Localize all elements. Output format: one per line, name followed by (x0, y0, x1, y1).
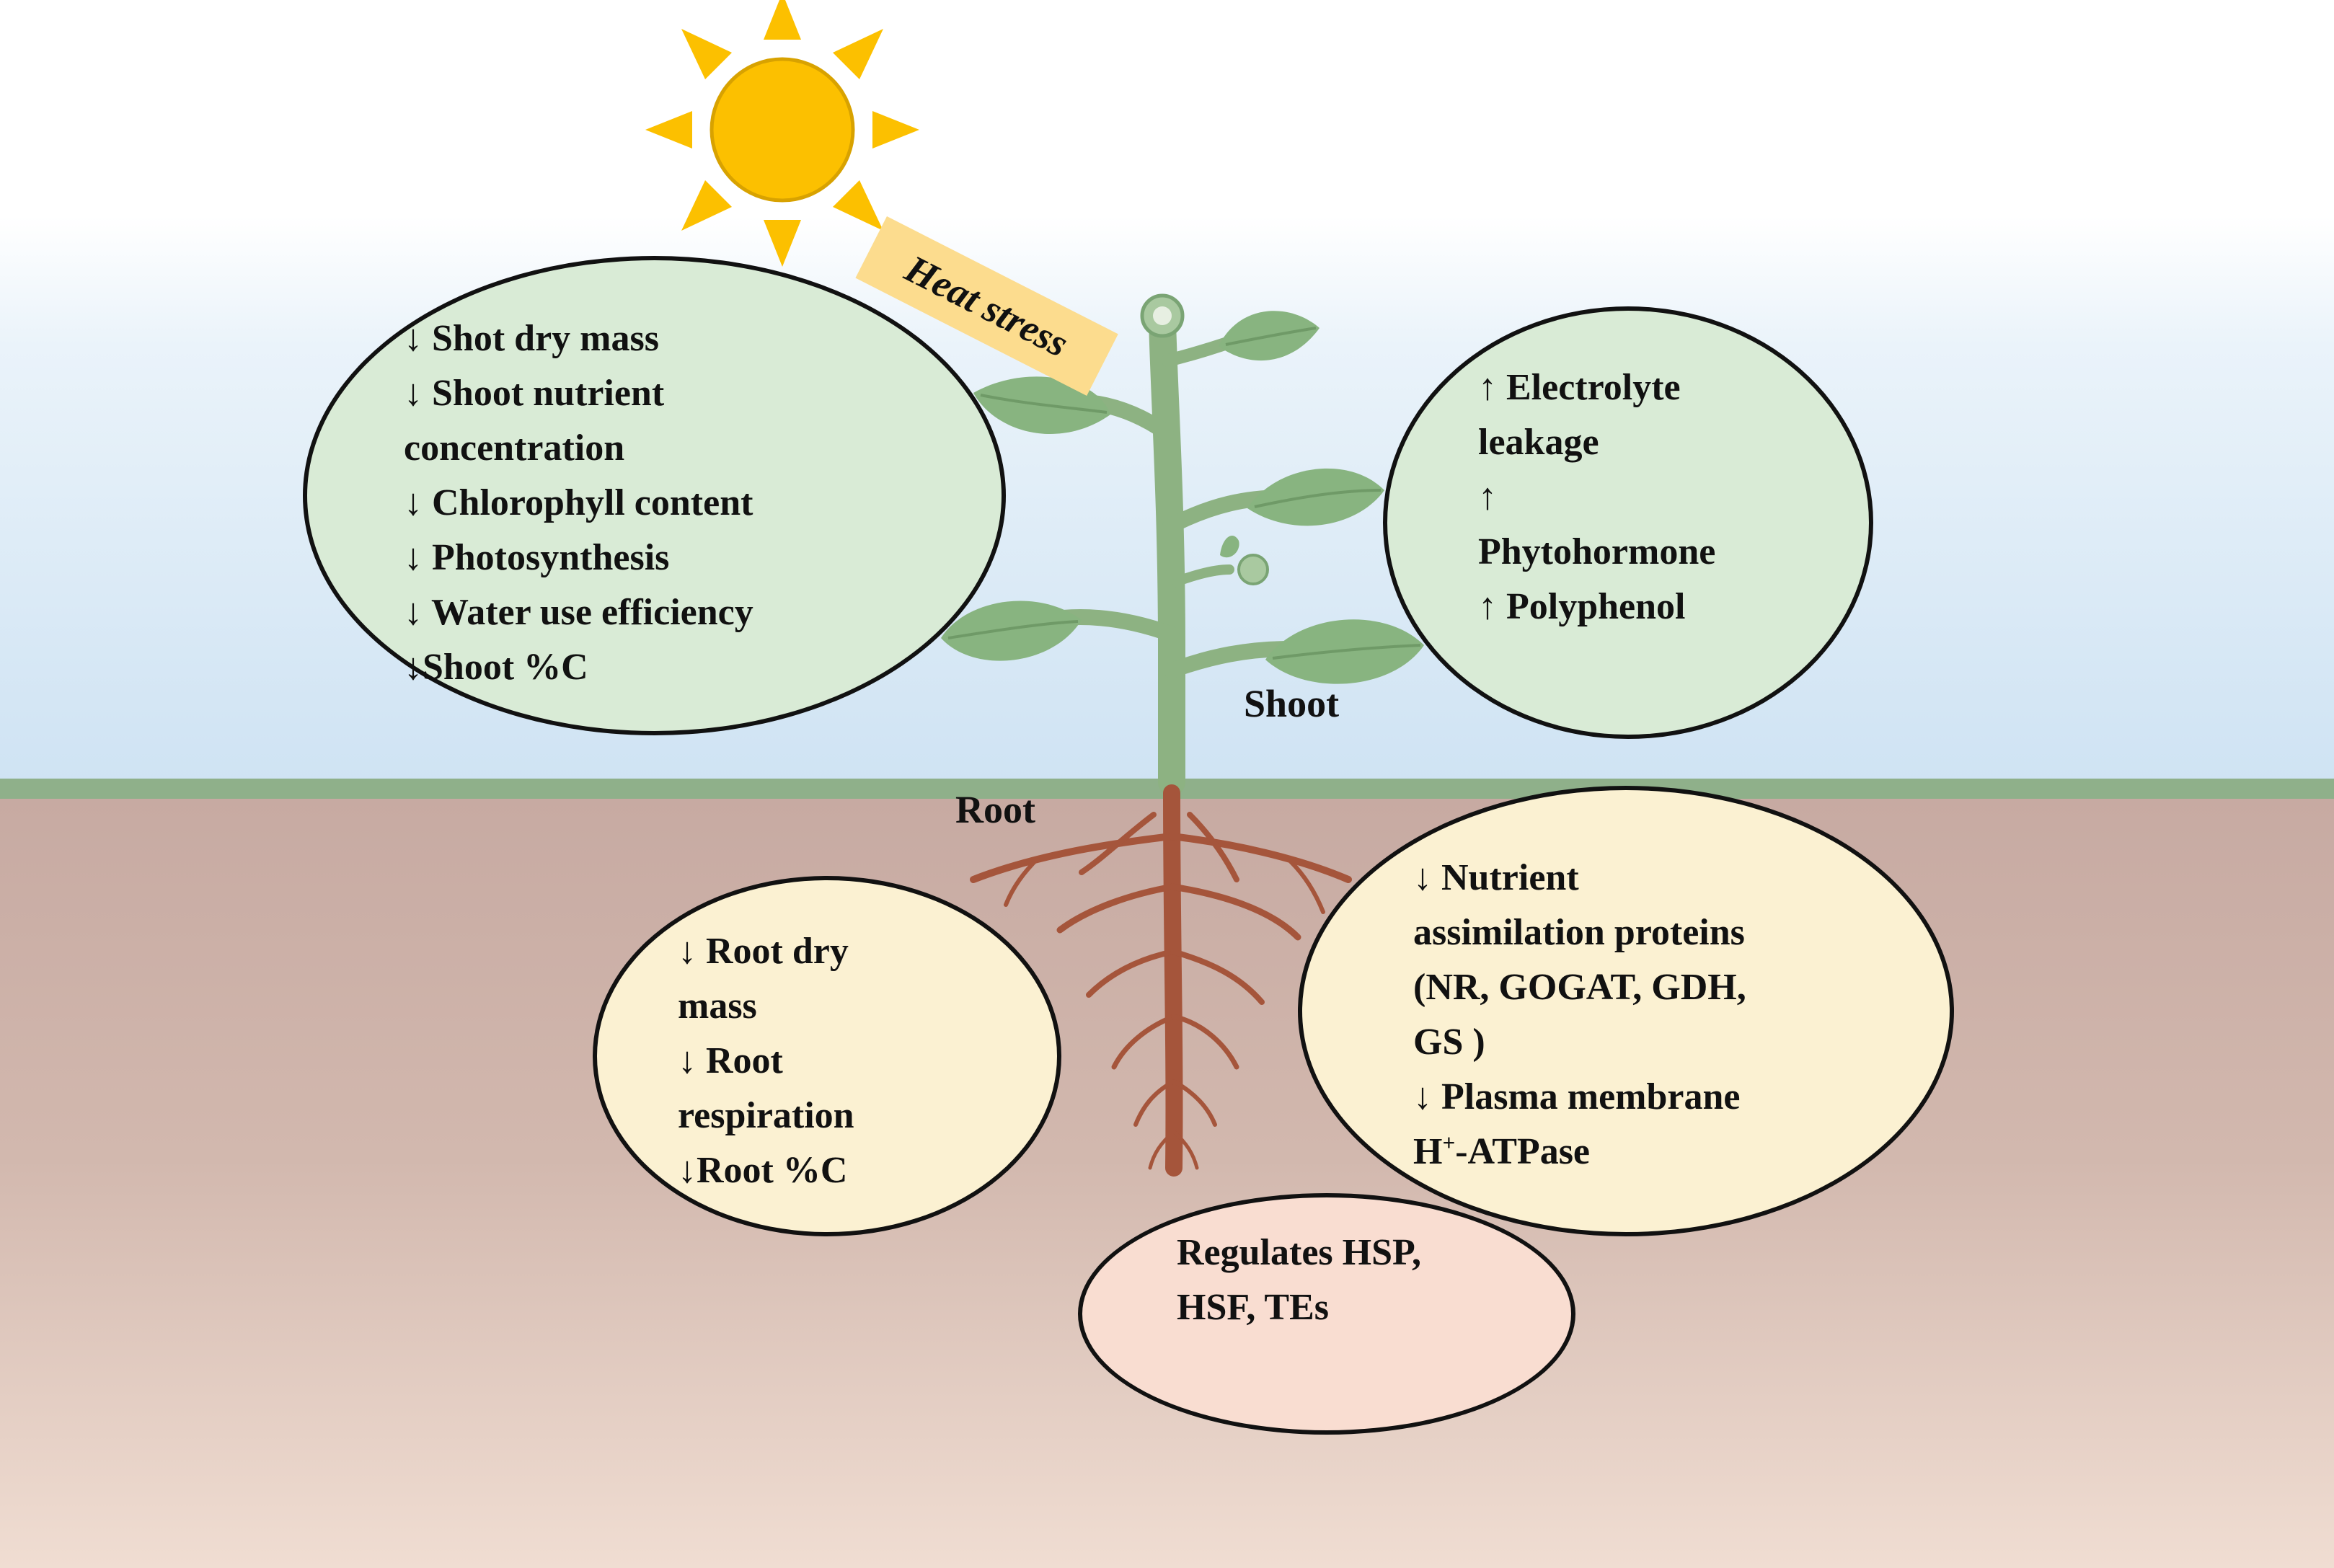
effect-line: ↑ Polyphenol (1478, 586, 1686, 627)
root-left-effects: ↓ Root dry mass ↓ Root respiration ↓Root… (678, 924, 854, 1198)
shoot-right-effects: ↑ Electrolyte leakage ↑ Phytohormone ↑ P… (1478, 360, 1715, 634)
shoot-left-bubble (303, 256, 1006, 735)
effect-line: ↓ Nutrient (1413, 857, 1579, 898)
effect-line: ↓Shoot %C (404, 647, 588, 688)
effect-line: ↓Root %C (678, 1150, 848, 1191)
root-right-bubble (1298, 786, 1954, 1236)
shoot-label: Shoot (1244, 682, 1340, 725)
atpase-line: H+-ATPase (1413, 1125, 1746, 1179)
shoot-right-bubble (1383, 306, 1873, 739)
effect-line: ↓ Shoot nutrient (404, 373, 665, 414)
effect-line: ↓ Root dry (678, 931, 849, 972)
plant-roots (970, 784, 1352, 1177)
effect-line: concentration (404, 428, 625, 469)
effect-line: ↑ (1478, 477, 1497, 518)
root-label: Root (955, 788, 1035, 831)
regulation-effects: Regulates HSP, HSF, TEs (1177, 1226, 1421, 1335)
atpase-prefix: H (1413, 1131, 1443, 1172)
atpase-suffix: -ATPase (1455, 1131, 1591, 1172)
flower-bud-icon (1140, 293, 1269, 585)
sun-icon (645, 0, 919, 267)
effect-line: GS ) (1413, 1022, 1485, 1063)
leaf-veins (947, 327, 1421, 660)
effect-line: Regulates HSP, (1177, 1232, 1421, 1273)
effect-line: ↓ Plasma membrane (1413, 1076, 1741, 1117)
root-left-bubble (593, 876, 1061, 1236)
effect-line: mass (678, 985, 757, 1027)
effect-line: ↓ Root (678, 1040, 783, 1081)
effect-line: (NR, GOGAT, GDH, (1413, 967, 1746, 1008)
regulation-bubble (1078, 1193, 1575, 1435)
effect-line: ↓ Water use efficiency (404, 592, 753, 633)
root-right-effects: ↓ Nutrient assimilation proteins (NR, GO… (1413, 851, 1746, 1179)
effect-line: ↓ Chlorophyll content (404, 482, 753, 523)
effect-line: leakage (1478, 422, 1599, 463)
effect-line: ↑ Electrolyte (1478, 367, 1681, 408)
effect-line: Phytohormone (1478, 531, 1716, 572)
effect-line: respiration (678, 1095, 854, 1136)
effect-line: assimilation proteins (1413, 912, 1745, 953)
shoot-left-effects: ↓ Shot dry mass ↓ Shoot nutrient concent… (404, 311, 753, 695)
atpase-superscript: + (1442, 1130, 1456, 1156)
effect-line: ↓ Photosynthesis (404, 537, 670, 578)
effect-line: HSF, TEs (1177, 1287, 1330, 1328)
effect-line: ↓ Shot dry mass (404, 318, 659, 359)
